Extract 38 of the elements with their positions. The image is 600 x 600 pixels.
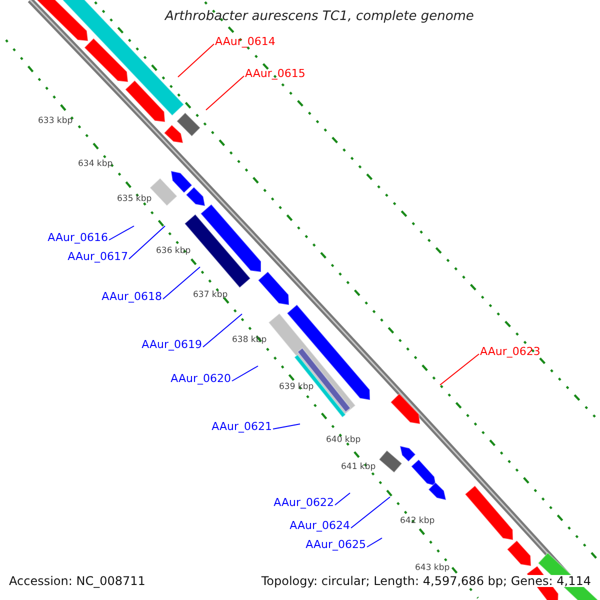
gene-label: AAur_0620 [170,373,231,384]
leader-line [366,538,382,548]
leader-line [178,44,214,78]
accession-text: Accession: NC_008711 [9,575,146,587]
genome-stats-text: Topology: circular; Length: 4,597,686 bp; Genes: 4,114 [261,575,591,587]
leader-line [272,424,300,430]
scale-label: 635 kbp [117,195,152,204]
leader-line [350,496,390,528]
gene-label: AAur_0622 [274,497,334,508]
leader-line [440,354,480,386]
scale-label: 638 kbp [232,336,267,344]
gene-label: AAur_0618 [102,291,162,302]
leader-line [206,76,244,110]
leader-line [202,314,242,348]
gene-label: AAur_0617 [68,251,128,262]
scale-label: 633 kbp [38,117,73,126]
scale-label: 642 kbp [400,517,435,526]
scale-label: 636 kbp [156,247,191,256]
leader-line [108,226,134,240]
gene-label: AAur_0625 [306,539,366,550]
gene-label: AAur_0615 [245,68,306,79]
leader-line [232,366,258,382]
scale-label: 634 kbp [78,160,113,168]
leader-line [162,266,200,300]
gene-label: AAur_0619 [142,339,202,350]
scale-label: 639 kbp [279,383,314,392]
leader-line [334,492,350,506]
gene-label: AAur_0624 [290,520,350,531]
gene-label: AAur_0623 [480,346,540,357]
map-title: Arthrobacter aurescens TC1, complete genome [165,10,474,23]
leader-line [128,226,166,260]
scale-label: 643 kbp [415,564,450,572]
scale-label: 637 kbp [193,291,228,300]
scale-label: 640 kbp [326,436,361,444]
gene-label: AAur_0616 [48,232,108,243]
scale-label: 641 kbp [341,463,376,472]
gene-label: AAur_0621 [212,421,272,432]
gene-label: AAur_0614 [215,36,276,47]
